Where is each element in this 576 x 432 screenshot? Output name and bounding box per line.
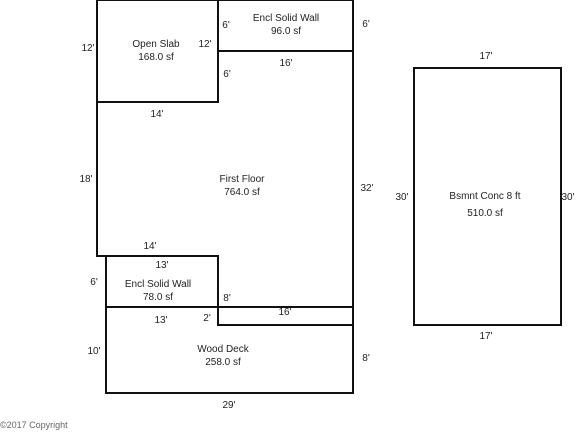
dim-open-slab-bottom: 14' [150, 109, 164, 120]
dim-encl-top-right: 6' [362, 19, 370, 30]
room-name: Wood Deck [197, 344, 249, 355]
dim-deck-right: 8' [362, 353, 370, 364]
dim-deck-left: 10' [87, 346, 101, 357]
open-slab-outline [97, 0, 219, 103]
room-area: 168.0 sf [138, 52, 174, 63]
dim-encl-bottom-left: 6' [90, 277, 98, 288]
room-area: 96.0 sf [270, 26, 302, 37]
dim-open-slab-right: 12' [198, 39, 212, 50]
room-area: 510.0 sf [467, 208, 503, 219]
dim-encl-top-left-lower: 6' [223, 69, 231, 80]
dim-first-floor-left: 18' [79, 174, 93, 185]
room-area: 258.0 sf [205, 357, 241, 368]
dim-encl-top-bottom: 16' [279, 58, 293, 69]
room-open-slab: Open Slab 168.0 sf [132, 38, 179, 64]
dim-basement-right: 30' [561, 192, 575, 203]
room-basement: Bsmnt Conc 8 ft 510.0 sf [449, 190, 520, 220]
basement-outline [413, 67, 562, 326]
room-name: Encl Solid Wall [124, 279, 192, 290]
room-name: First Floor [219, 174, 265, 185]
dim-encl-bottom-right: 8' [223, 293, 231, 304]
room-area: 764.0 sf [224, 187, 260, 198]
dim-open-slab-left: 12' [81, 43, 95, 54]
dim-encl-bottom-top: 13' [155, 260, 169, 271]
room-encl-bottom: Encl Solid Wall 78.0 sf [125, 278, 191, 304]
main-outline [96, 0, 354, 326]
dim-first-floor-right: 32' [360, 183, 374, 194]
dim-first-floor-bottom: 14' [143, 241, 157, 252]
room-wood-deck: Wood Deck 258.0 sf [197, 343, 249, 369]
dim-basement-left: 30' [395, 192, 409, 203]
dim-basement-bottom: 17' [479, 331, 493, 342]
room-name: Encl Solid Wall [252, 13, 320, 24]
room-name: Bsmnt Conc 8 ft [449, 191, 521, 202]
dim-encl-top-left-upper: 6' [222, 20, 230, 31]
dim-step: 2' [203, 313, 211, 324]
room-area: 78.0 sf [142, 292, 174, 303]
dim-basement-top: 17' [479, 51, 493, 62]
dim-first-floor-bottom-right: 16' [278, 307, 292, 318]
wood-deck-box [105, 306, 354, 394]
room-encl-top: Encl Solid Wall 96.0 sf [253, 12, 319, 38]
room-name: Open Slab [132, 39, 180, 50]
dim-deck-bottom: 29' [222, 400, 236, 411]
copyright-watermark: ©2017 Copyright [0, 420, 68, 430]
dim-encl-bottom-bottom: 13' [154, 315, 168, 326]
room-first-floor: First Floor 764.0 sf [220, 173, 265, 199]
